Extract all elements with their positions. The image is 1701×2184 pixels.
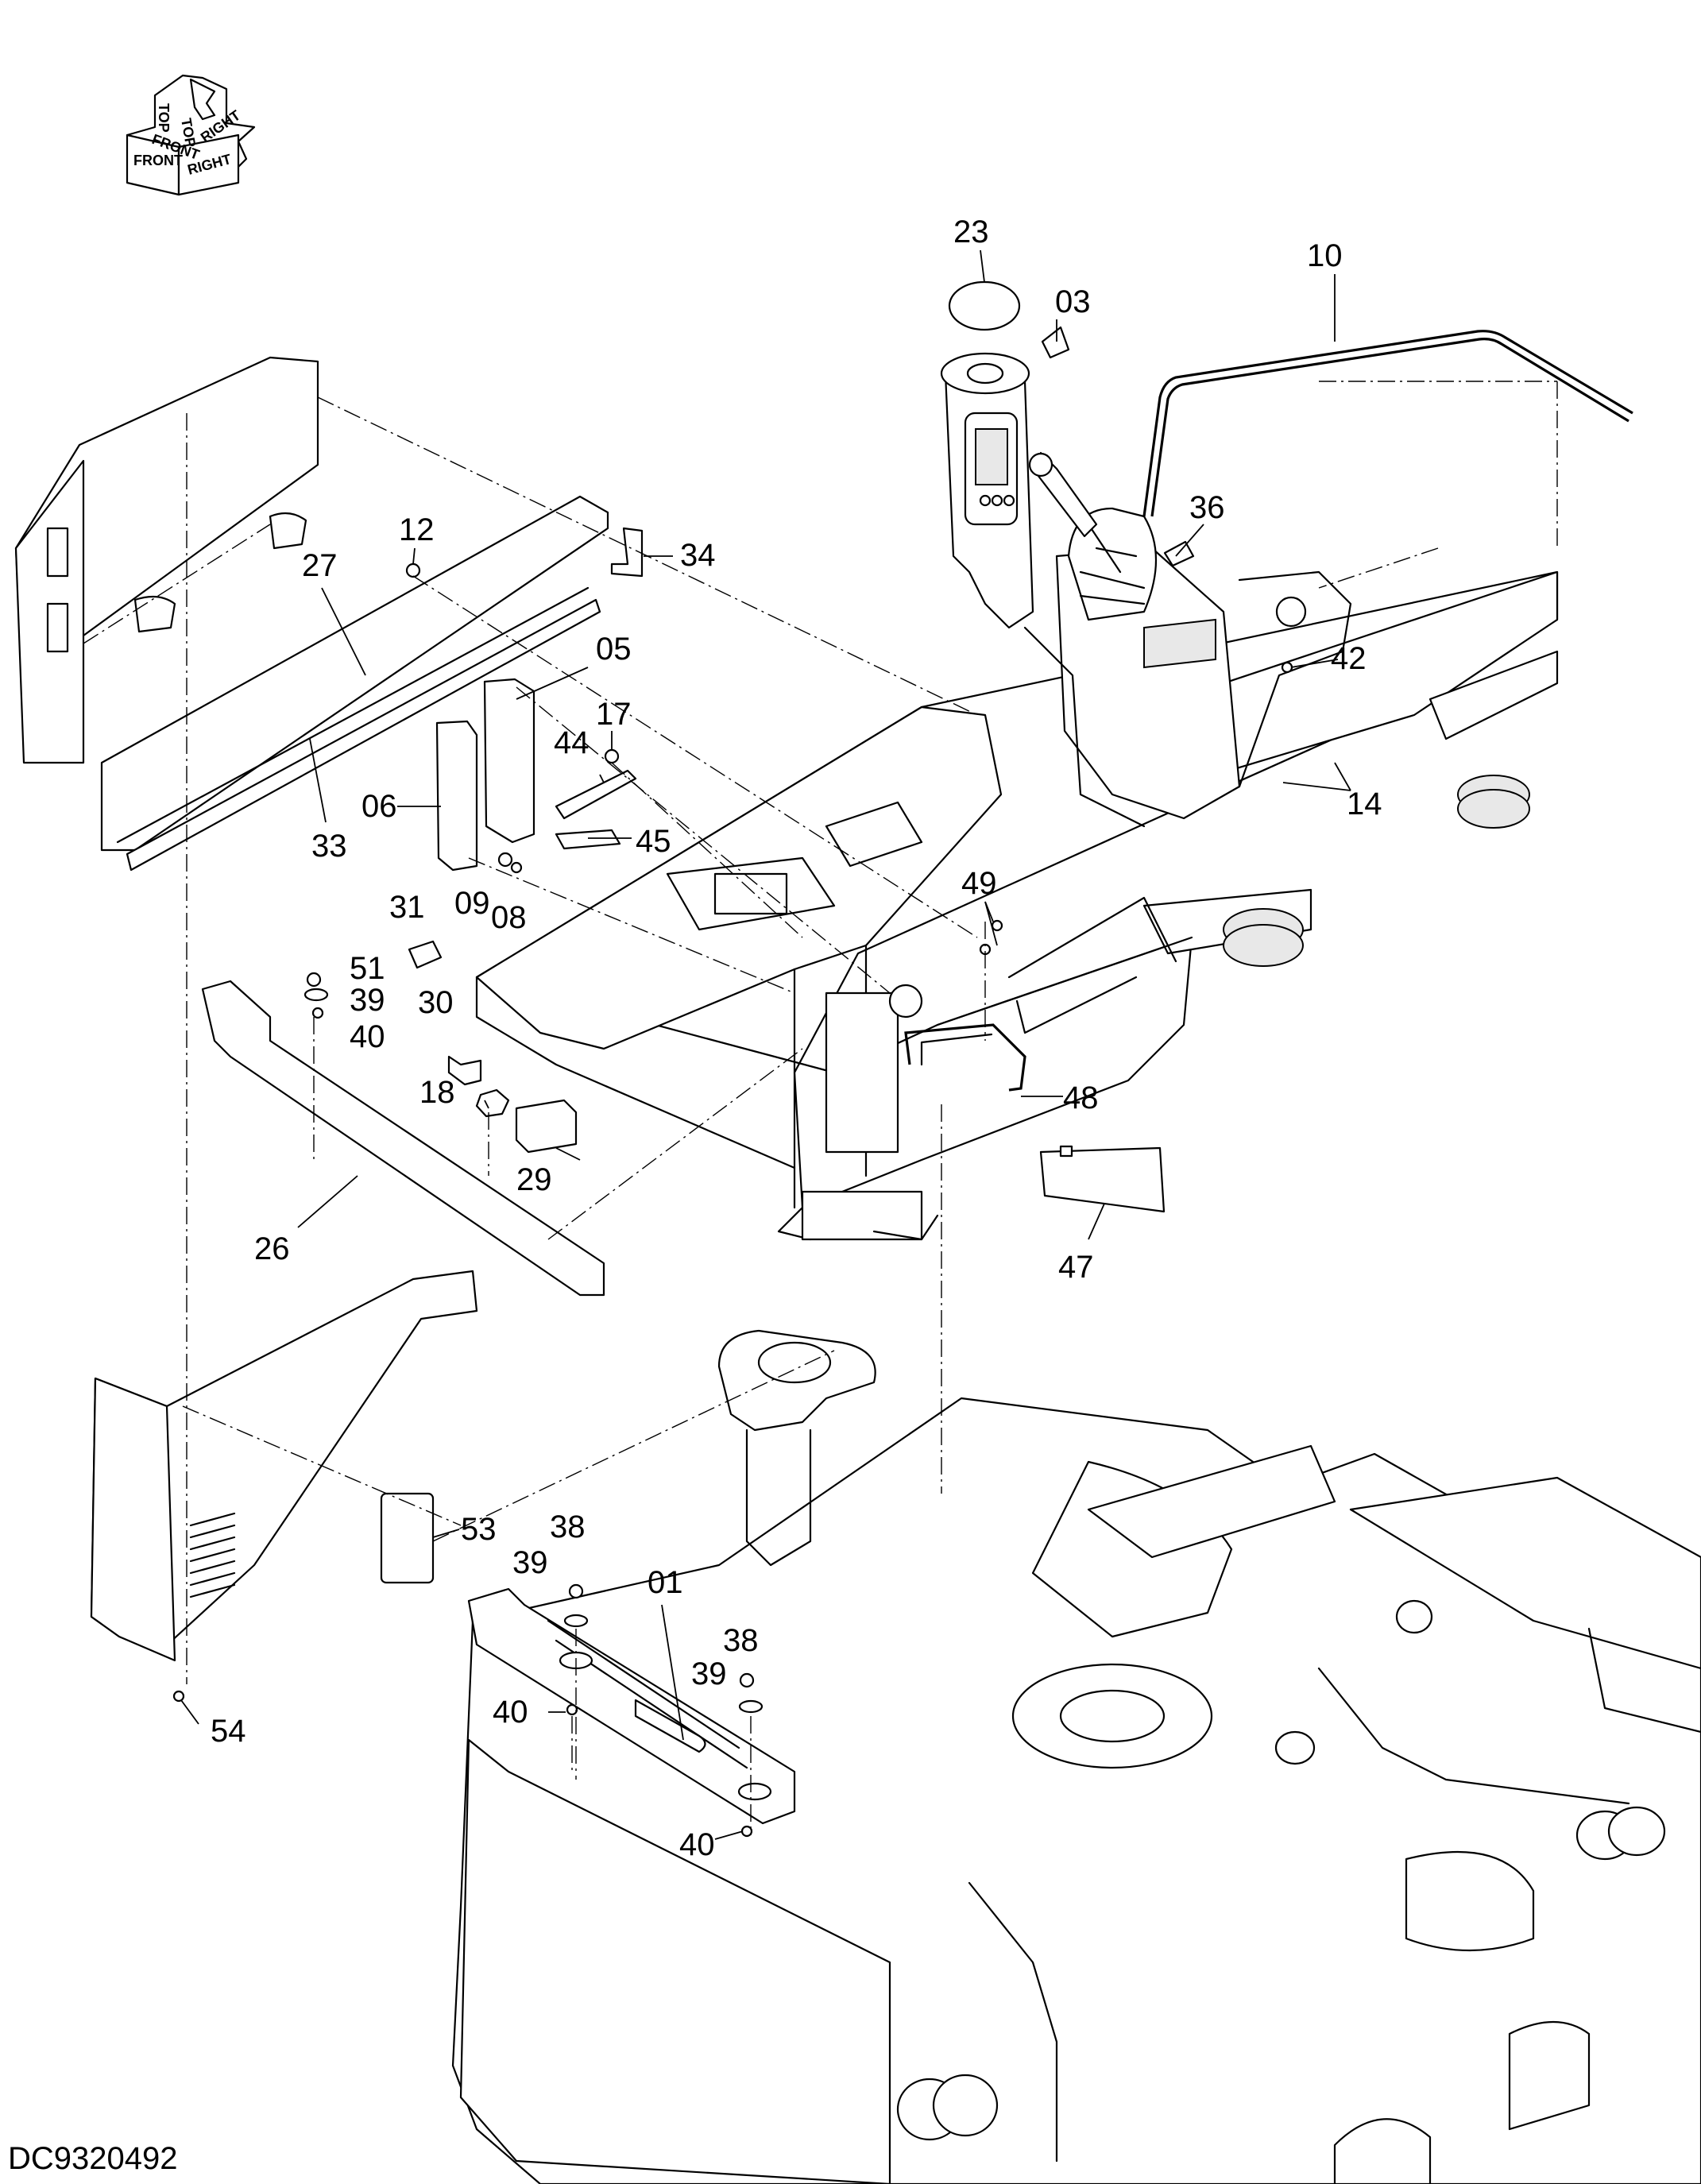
label-26: 26: [254, 1231, 290, 1266]
label-40a: 40: [350, 1019, 385, 1054]
part-23-cap: [948, 280, 1021, 331]
part-01-step-bar: [467, 1587, 796, 1825]
part-26-rear-bar: [201, 980, 605, 1297]
label-53: 53: [461, 1512, 497, 1547]
label-42: 42: [1331, 641, 1367, 676]
label-39b: 39: [512, 1545, 548, 1580]
label-14: 14: [1347, 787, 1382, 821]
lower-side-cover: [90, 1270, 478, 1662]
part-34-bracket: [610, 527, 644, 578]
label-38a: 38: [550, 1509, 586, 1544]
part-47-cover: [1039, 1146, 1166, 1213]
label-09: 09: [454, 886, 490, 921]
part-30-block: [447, 1055, 482, 1086]
cab-floor-frame: [475, 570, 1559, 1241]
label-06: 06: [361, 789, 397, 824]
part-10-handrail: [1142, 330, 1633, 517]
part-31-block: [408, 940, 443, 969]
label-45: 45: [636, 824, 671, 859]
label-31: 31: [389, 890, 425, 925]
label-01: 01: [648, 1565, 683, 1600]
label-40c: 40: [679, 1827, 715, 1862]
label-36: 36: [1189, 490, 1225, 525]
label-44: 44: [554, 725, 590, 760]
label-18: 18: [419, 1075, 455, 1110]
orient-label-front: FRONT: [133, 153, 183, 168]
label-51: 51: [350, 951, 385, 986]
part-03-tag: [1041, 326, 1070, 359]
leader-lines: [180, 249, 1351, 1840]
part-36-plate: [1163, 540, 1195, 567]
label-48: 48: [1063, 1080, 1099, 1115]
part-27-33-rails: [100, 495, 609, 872]
part-53-plate: [380, 1492, 435, 1584]
label-40b: 40: [493, 1695, 528, 1730]
label-47: 47: [1058, 1250, 1094, 1285]
label-08: 08: [491, 900, 527, 935]
label-33: 33: [311, 829, 347, 864]
part-labels: 23 03 10 36 12 27 34 05 42 17 44 14 06 3…: [211, 215, 1382, 1862]
label-23: 23: [953, 215, 989, 249]
label-10: 10: [1307, 238, 1343, 273]
orient-label-top-mirrored: TOP: [156, 103, 172, 133]
label-39a: 39: [350, 983, 385, 1018]
label-03: 03: [1055, 284, 1091, 319]
orientation-symbol: TOP FRONT RIGHT FRONT TOP RIGHT: [126, 74, 256, 196]
control-console: [940, 352, 1352, 828]
label-49: 49: [961, 866, 997, 901]
label-05: 05: [596, 632, 632, 667]
part-44-plate: [555, 769, 637, 820]
label-34: 34: [680, 538, 716, 573]
rear-side-cover: [14, 356, 319, 764]
main-base-frame: [451, 1329, 1701, 2184]
label-27: 27: [302, 548, 338, 583]
label-39c: 39: [691, 1656, 727, 1691]
label-29: 29: [516, 1162, 552, 1197]
label-12: 12: [399, 512, 435, 547]
part-48-handle: [904, 1023, 1026, 1092]
part-29-block: [515, 1099, 578, 1154]
part-45-plate: [555, 829, 621, 850]
label-30: 30: [418, 985, 454, 1020]
part-05-bracket: [483, 678, 535, 844]
part-18-nut: [475, 1088, 510, 1118]
label-38b: 38: [723, 1623, 759, 1658]
label-17: 17: [596, 697, 632, 732]
label-54: 54: [211, 1714, 246, 1749]
drawing-number: DC9320492: [8, 2141, 178, 2176]
part-06-bracket: [435, 720, 478, 872]
